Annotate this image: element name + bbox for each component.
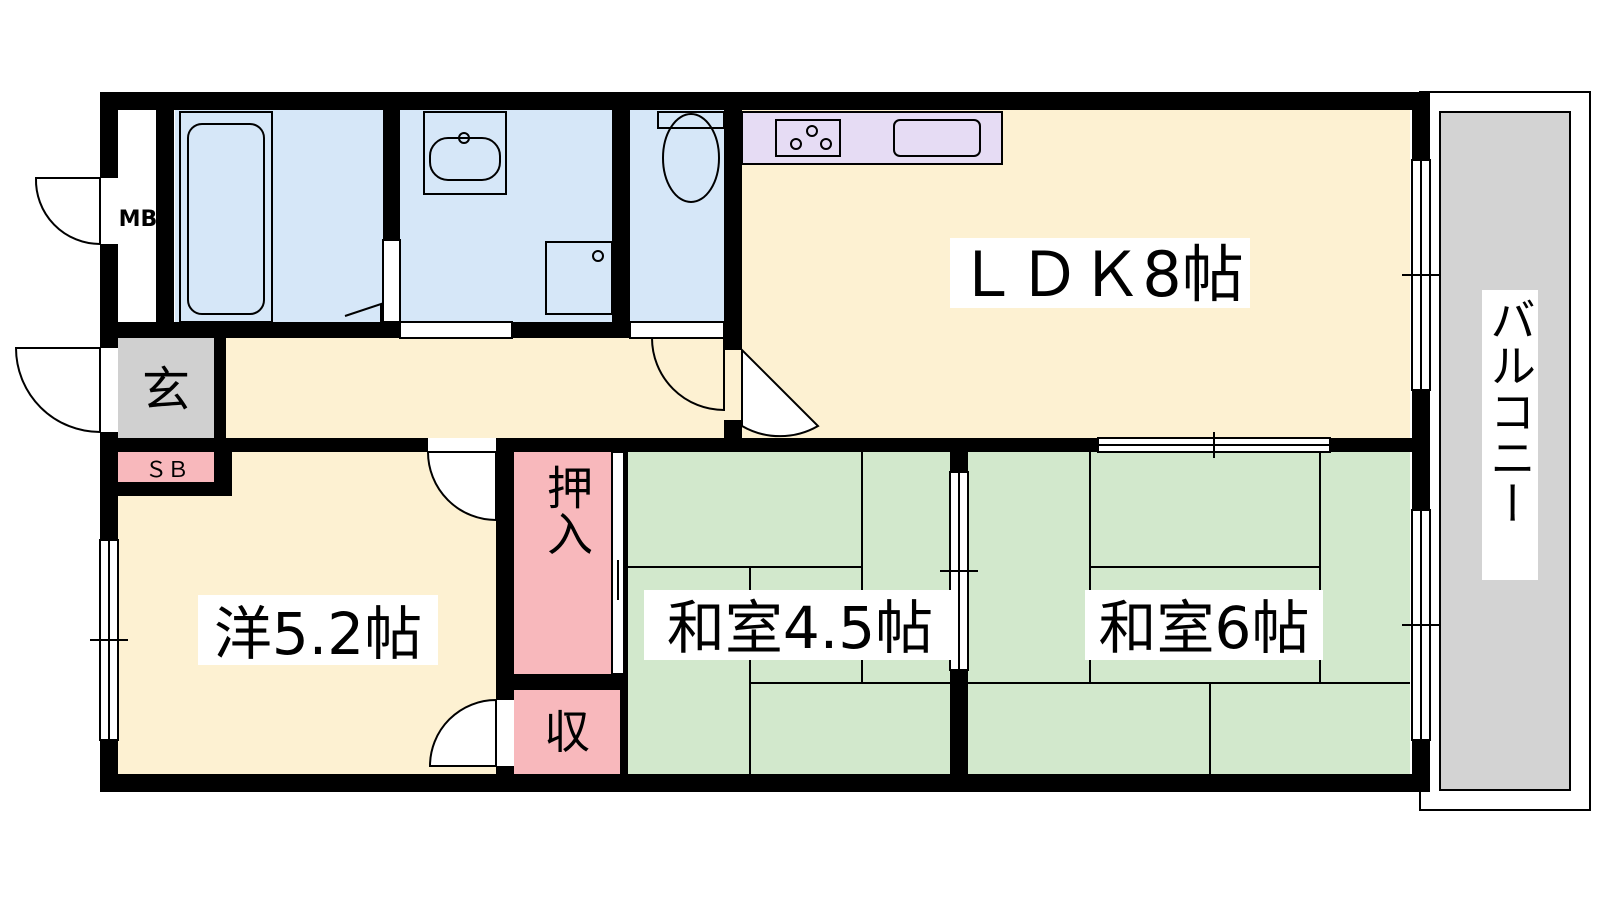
kitchen-counter [741, 111, 1003, 165]
hallway-floor [214, 338, 740, 438]
vanity-icon [423, 111, 507, 195]
room-labels: ＬＤＫ8帖 洋5.2帖 和室4.5帖 和室6帖 玄 ＳＢ MB 押入 収 バルコ… [119, 207, 1538, 759]
mb-door [34, 177, 101, 246]
meter-box-label: MB [119, 207, 158, 232]
sink-icon [893, 119, 981, 157]
toilet-floor [630, 110, 725, 322]
floor-fills [118, 110, 1410, 774]
meter-box-floor [118, 110, 156, 322]
ldk-door [741, 347, 820, 438]
shoebox-floor [118, 452, 214, 482]
toilet-icon [662, 113, 720, 203]
oshiire-label: 押入 [540, 464, 594, 556]
doors [14, 177, 820, 767]
toilet-door [650, 337, 725, 412]
storage-floor [514, 690, 620, 774]
washitsu-large-label: 和室6帖 [1099, 594, 1310, 662]
shoebox-label: ＳＢ [145, 458, 189, 483]
washitsu-small-label: 和室4.5帖 [667, 594, 933, 662]
entrance-door [14, 347, 101, 434]
bathroom-floor [175, 110, 383, 322]
ldk-label: ＬＤＫ8帖 [956, 238, 1243, 311]
stove-icon [775, 119, 841, 157]
windows [90, 159, 1440, 741]
entrance-floor [118, 338, 214, 438]
balcony-label: バルコニー [1483, 296, 1537, 526]
storage-door [428, 698, 497, 767]
oshiire-floor [514, 452, 620, 674]
western-room-door [426, 451, 497, 522]
western-room-label: 洋5.2帖 [214, 600, 422, 668]
storage-label: 収 [544, 705, 590, 759]
entrance-label: 玄 [142, 362, 190, 418]
